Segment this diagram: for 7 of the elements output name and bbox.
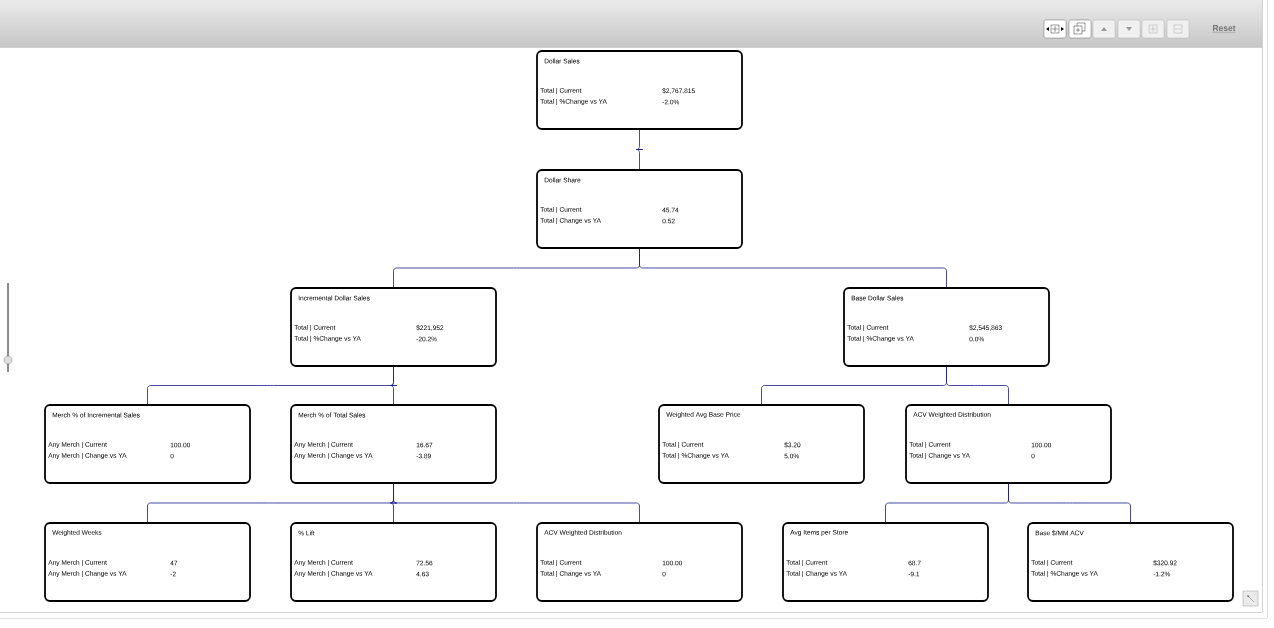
connector-line: [1008, 483, 1131, 523]
connector-line: [393, 483, 640, 523]
connector-line: [639, 248, 947, 288]
connector-line: [390, 366, 397, 405]
connector-line: [636, 129, 643, 170]
connector-line: [946, 366, 1009, 405]
reset-link: Reset: [1212, 25, 1236, 33]
